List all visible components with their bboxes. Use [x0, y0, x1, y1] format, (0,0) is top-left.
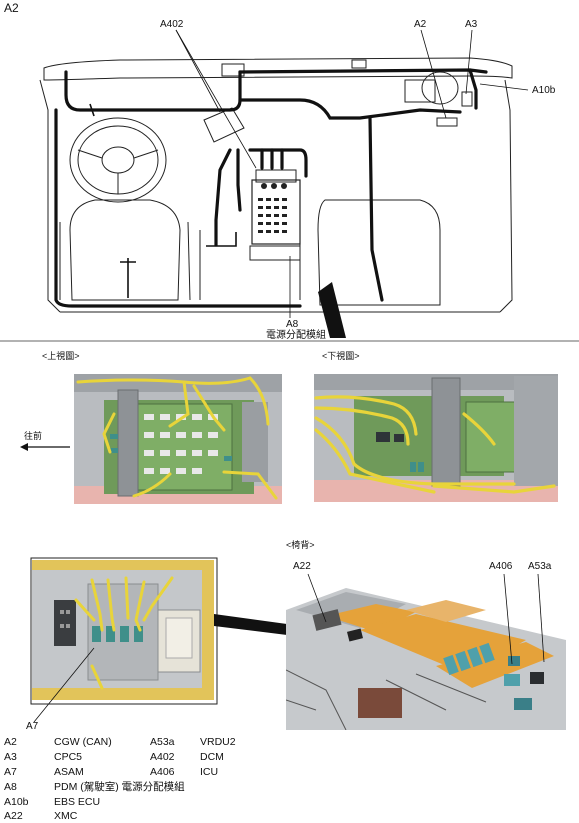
- legend2-code-1: A402: [150, 751, 175, 763]
- label-a10b: A10b: [532, 85, 556, 96]
- legend-code-2: A7: [4, 766, 17, 778]
- legend-code-1: A3: [4, 751, 17, 763]
- legend2-name-1: DCM: [200, 751, 224, 763]
- legend-code-5: A22: [4, 810, 23, 822]
- legend-name-2: ASAM: [54, 766, 84, 778]
- seat-view-title: <椅背>: [286, 540, 315, 550]
- label-a3: A3: [465, 19, 478, 30]
- label-a402: A402: [160, 19, 184, 30]
- legend-name-0: CGW (CAN): [54, 736, 112, 748]
- bottom-view-title: <下視圖>: [322, 351, 360, 361]
- legend-code-3: A8: [4, 781, 17, 793]
- label-a406: A406: [489, 561, 513, 572]
- legend2-code-2: A406: [150, 766, 175, 778]
- legend-name-1: CPC5: [54, 751, 83, 763]
- legend-name-3: PDM (駕駛室) 電源分配模組: [54, 781, 185, 793]
- label-a2: A2: [414, 19, 427, 30]
- a7-photo: [32, 560, 214, 700]
- legend-code-0: A2: [4, 736, 17, 748]
- label-a8: A8: [286, 319, 299, 330]
- label-a8-desc: 電源分配模組: [266, 330, 326, 341]
- legend-name-5: XMC: [54, 810, 78, 822]
- legend-name-4: EBS ECU: [54, 796, 101, 808]
- legend2-name-0: VRDU2: [200, 736, 236, 748]
- forward-label: 往前: [24, 431, 43, 441]
- top-view-photo: [74, 374, 282, 504]
- bottom-view-photo: [314, 374, 558, 502]
- label-a53a: A53a: [528, 561, 552, 572]
- forward-arrow-icon: [20, 443, 70, 451]
- seat-leaders: [307, 573, 545, 665]
- a7-photo-frame: [30, 557, 218, 705]
- legend-code-4: A10b: [4, 796, 29, 808]
- page-title: A2: [4, 1, 19, 15]
- label-a22: A22: [293, 561, 311, 572]
- cab-wiring-diagram: [0, 29, 579, 342]
- a7-leader: [33, 647, 95, 723]
- label-a7: A7: [26, 721, 39, 732]
- legend2-name-2: ICU: [200, 766, 219, 778]
- legend2-code-0: A53a: [150, 736, 175, 748]
- seat-backrest-drawing: [286, 570, 566, 730]
- top-view-title: <上視圖>: [42, 351, 80, 361]
